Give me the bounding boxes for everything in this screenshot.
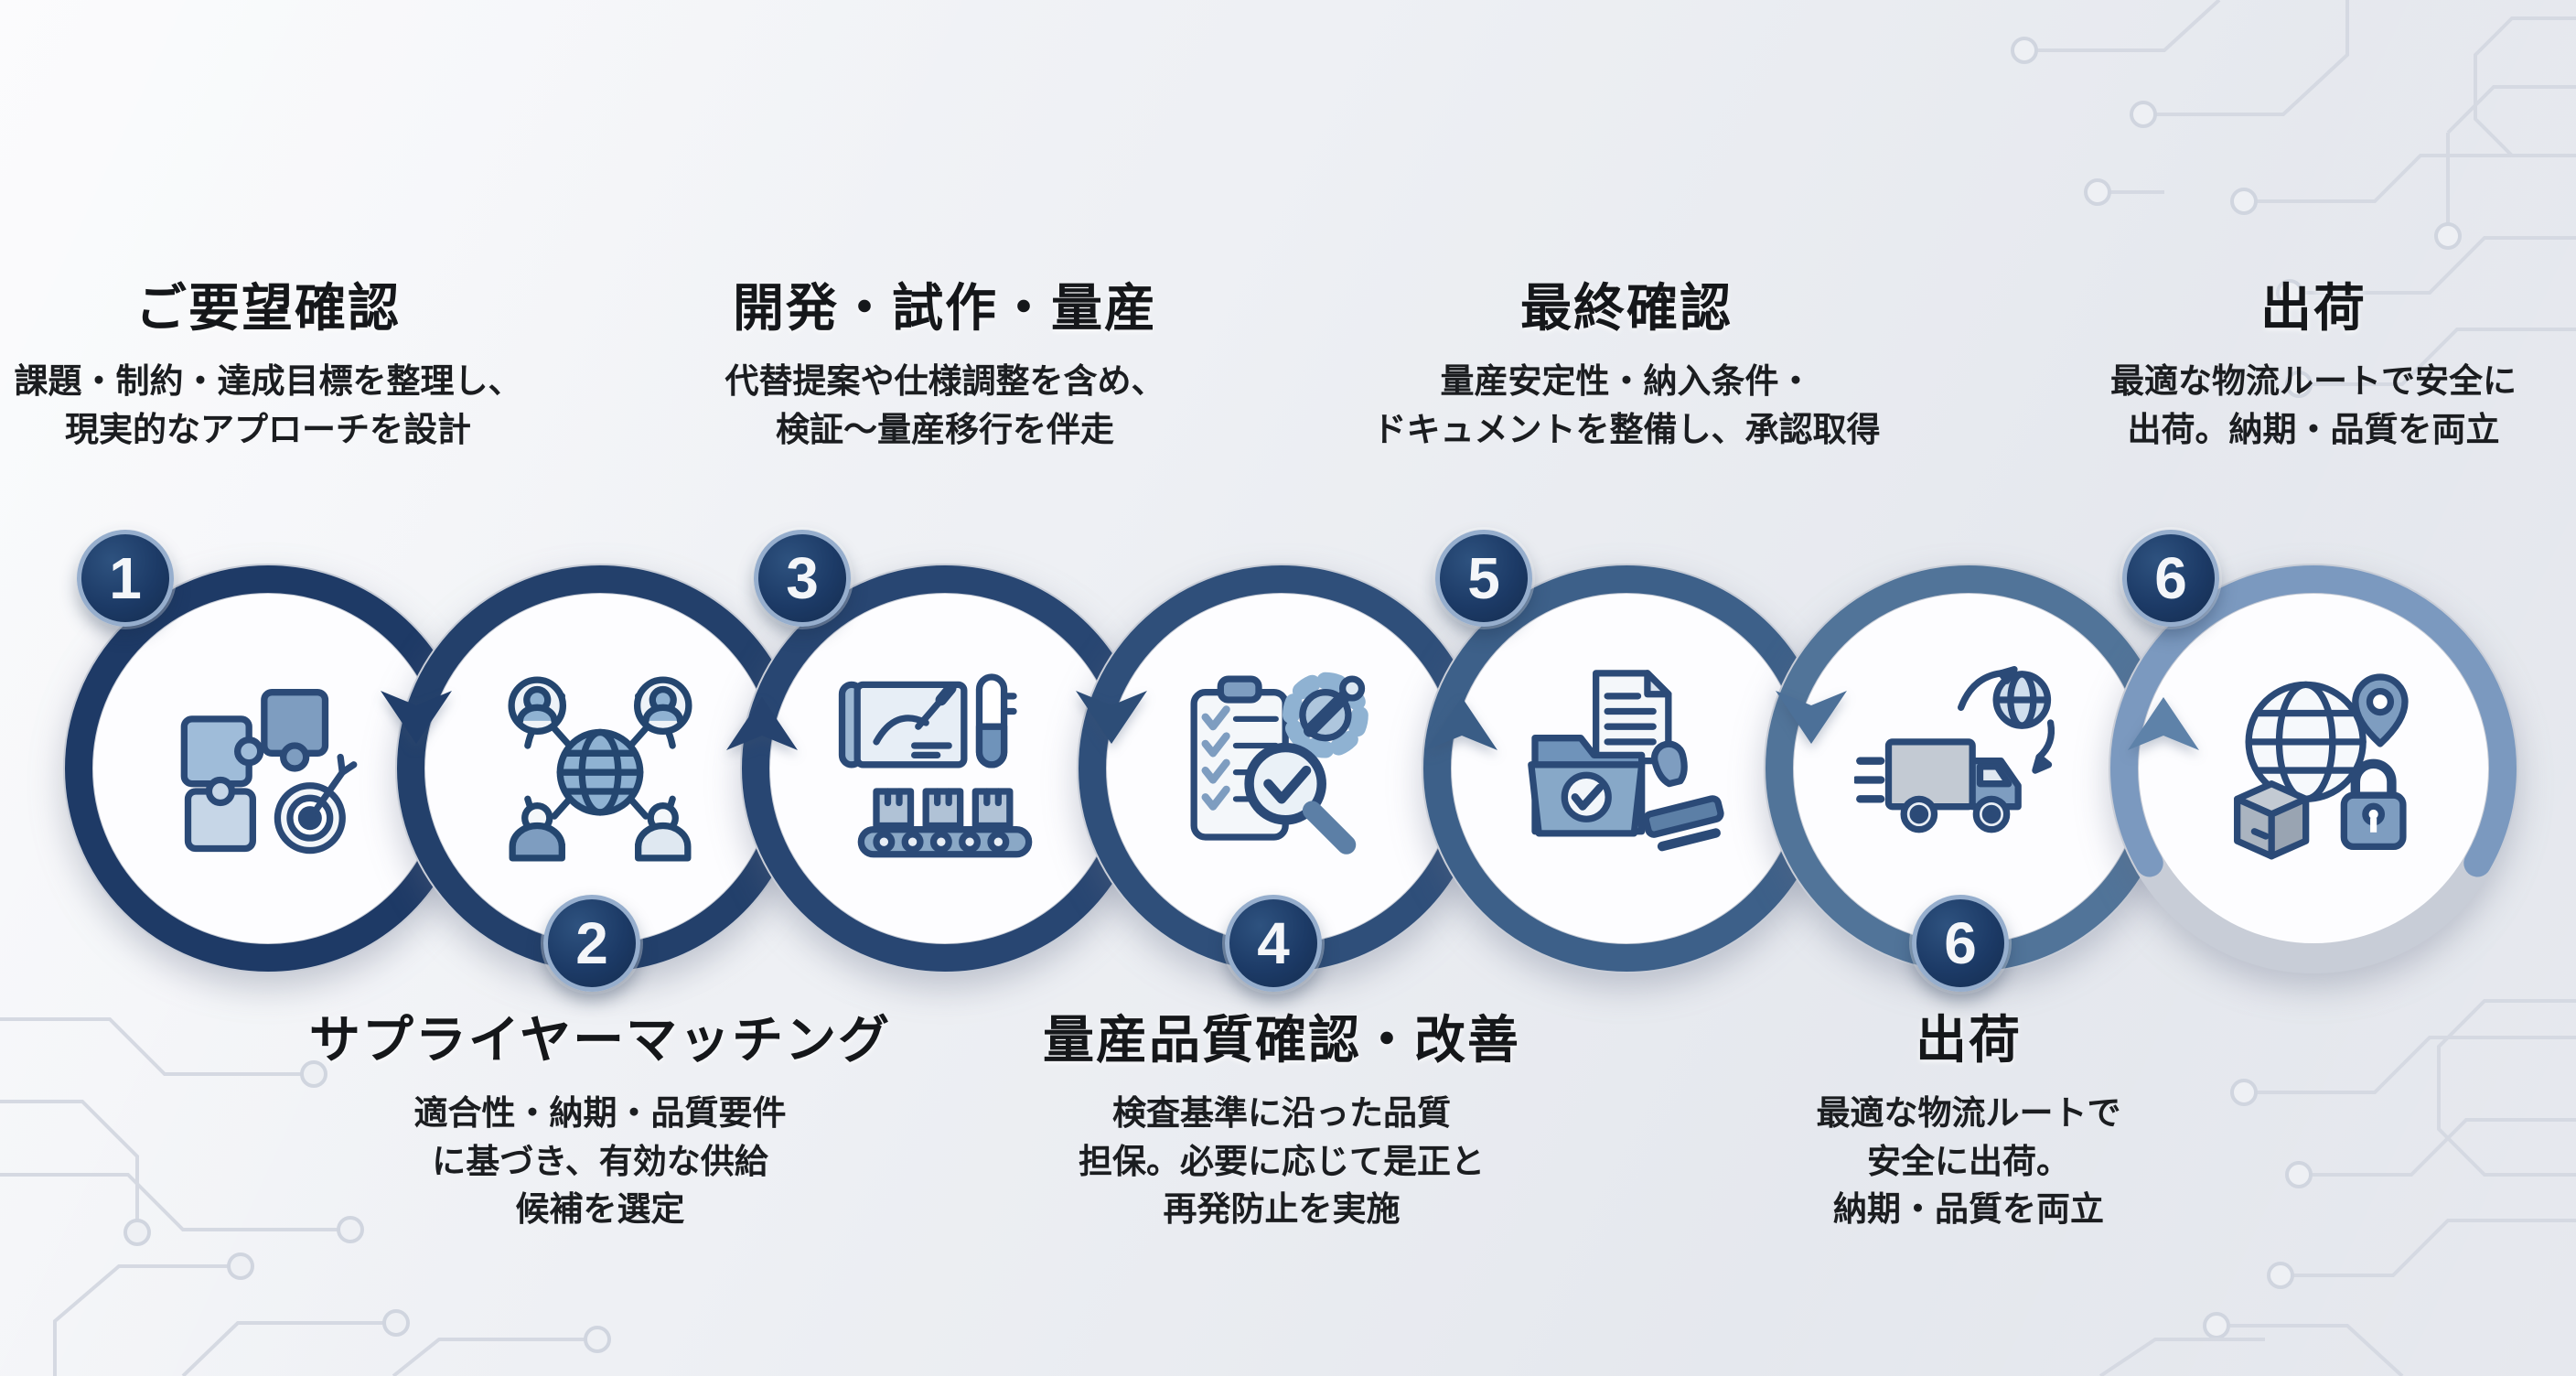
circuit-pattern-top-right bbox=[2011, 0, 2576, 398]
step-label-1: ご要望確認 課題・制約・達成目標を整理し、 現実的なアプローチを設計 bbox=[0, 267, 588, 454]
step-number-badge: 5 bbox=[1435, 530, 1532, 627]
step-number-badge: 4 bbox=[1225, 895, 1322, 992]
step-description: 検査基準に沿った品質 担保。必要に応じて是正と 再発防止を実施 bbox=[1079, 1094, 1485, 1229]
flow-arrow-down-icon bbox=[381, 691, 452, 744]
circuit-pattern-bottom-left bbox=[0, 1017, 611, 1376]
step-node-7: 6 bbox=[2094, 530, 2533, 988]
step-label-6: 出荷 最適な物流ルートで 安全に出荷。 納期・品質を両立 bbox=[1648, 999, 2289, 1234]
blueprint-production-icon bbox=[838, 673, 1033, 858]
step-description: 量産安定性・納入条件・ ドキュメントを整備し、承認取得 bbox=[1372, 362, 1881, 448]
global-network-icon bbox=[508, 676, 692, 862]
step-description: 代替提案や仕様調整を含め、 検証〜量産移行を伴走 bbox=[724, 362, 1165, 448]
flow-arrow-down-icon bbox=[1076, 691, 1147, 744]
flow-arrow-up-icon bbox=[2128, 697, 2199, 750]
step-description: 適合性・納期・品質要件 に基づき、有効な供給 候補を選定 bbox=[413, 1094, 787, 1229]
flow-arrow-up-icon bbox=[1426, 697, 1497, 750]
puzzle-target-icon bbox=[180, 689, 358, 855]
flow-arrow-down-icon bbox=[1776, 691, 1847, 744]
step-title: サプライヤーマッチング bbox=[308, 1011, 892, 1069]
circuit-pattern-bottom-right bbox=[2098, 999, 2576, 1376]
delivery-truck-icon bbox=[1854, 666, 2055, 833]
step-label-2: サプライヤーマッチング 適合性・納期・品質要件 に基づき、有効な供給 候補を選定 bbox=[280, 999, 920, 1234]
step-label-4: 量産品質確認・改善 検査基準に沿った品質 担保。必要に応じて是正と 再発防止を実… bbox=[961, 999, 1602, 1234]
step-title: 出荷 bbox=[2260, 279, 2367, 337]
approval-documents-icon bbox=[1528, 670, 1724, 852]
flow-arrow-up-icon bbox=[726, 697, 798, 750]
step-description: 最適な物流ルートで 安全に出荷。 納期・品質を両立 bbox=[1816, 1094, 2121, 1229]
step-title: 出荷 bbox=[1916, 1011, 2022, 1069]
step-title: 開発・試作・量産 bbox=[733, 279, 1157, 337]
step-label-5: 最終確認 量産安定性・納入条件・ ドキュメントを整備し、承認取得 bbox=[1306, 267, 1947, 454]
quality-inspection-icon bbox=[1190, 672, 1368, 855]
step-description: 課題・制約・達成目標を整理し、 現実的なアプローチを設計 bbox=[14, 362, 522, 448]
step-label-3: 開発・試作・量産 代替提案や仕様調整を含め、 検証〜量産移行を伴走 bbox=[625, 267, 1265, 454]
step-title: 量産品質確認・改善 bbox=[1043, 1011, 1520, 1069]
step-number-badge: 6 bbox=[2122, 530, 2219, 627]
step-number-badge: 6 bbox=[1912, 895, 2009, 992]
step-number-badge: 2 bbox=[543, 895, 640, 992]
step-number-badge: 1 bbox=[77, 530, 174, 627]
step-title: ご要望確認 bbox=[135, 279, 401, 337]
step-description: 最適な物流ルートで安全に 出荷。納期・品質を両立 bbox=[2110, 362, 2517, 448]
step-label-7: 出荷 最適な物流ルートで安全に 出荷。納期・品質を両立 bbox=[1993, 267, 2576, 454]
global-shipping-icon bbox=[2234, 673, 2409, 860]
step-title: 最終確認 bbox=[1520, 279, 1733, 337]
step-number-badge: 3 bbox=[754, 530, 851, 627]
